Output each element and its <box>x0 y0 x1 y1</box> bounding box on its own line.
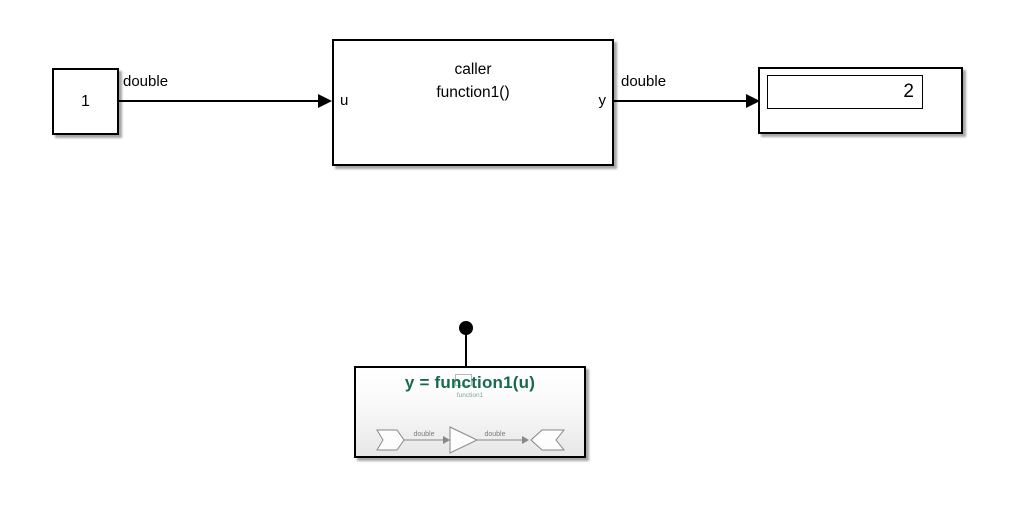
caller-title-line1: caller <box>454 61 492 78</box>
arrowhead-icon <box>746 94 760 108</box>
mini-arrowhead-icon <box>443 436 450 444</box>
signal-label-1[interactable]: double <box>123 73 169 90</box>
function-name-label: function1 <box>456 392 484 399</box>
argin-port-icon <box>376 429 405 451</box>
function-mini-diagram: double double <box>376 426 566 454</box>
simulink-function-block[interactable]: y = function1(u) function1 double double <box>354 366 586 458</box>
function-name-rect <box>455 374 472 386</box>
display-readout: 2 <box>767 75 923 109</box>
function-prototype: y = function1(u) <box>404 373 536 392</box>
mini-signal-label-in: double <box>413 431 434 438</box>
mini-arrowhead-icon <box>522 436 529 444</box>
arrowhead-icon <box>318 94 332 108</box>
caller-title: caller function1() <box>334 58 612 104</box>
caller-title-line2: function1() <box>436 84 510 101</box>
signal-label-2[interactable]: double <box>621 73 667 90</box>
signal-line-2[interactable] <box>614 100 748 102</box>
caller-input-port-label: u <box>340 92 349 109</box>
argout-port-icon <box>530 429 566 451</box>
caller-output-port-label: y <box>598 92 607 109</box>
constant-value: 1 <box>81 92 90 110</box>
constant-block[interactable]: 1 <box>52 68 119 135</box>
function-caller-block[interactable]: caller function1() u y <box>332 39 614 166</box>
mini-signal-label-out: double <box>484 431 505 438</box>
trigger-port-icon[interactable] <box>459 321 473 335</box>
display-block[interactable]: 2 <box>758 67 963 134</box>
signal-line-1[interactable] <box>119 100 319 102</box>
trigger-port-stem <box>465 334 467 366</box>
gain-triangle-icon <box>449 426 479 454</box>
